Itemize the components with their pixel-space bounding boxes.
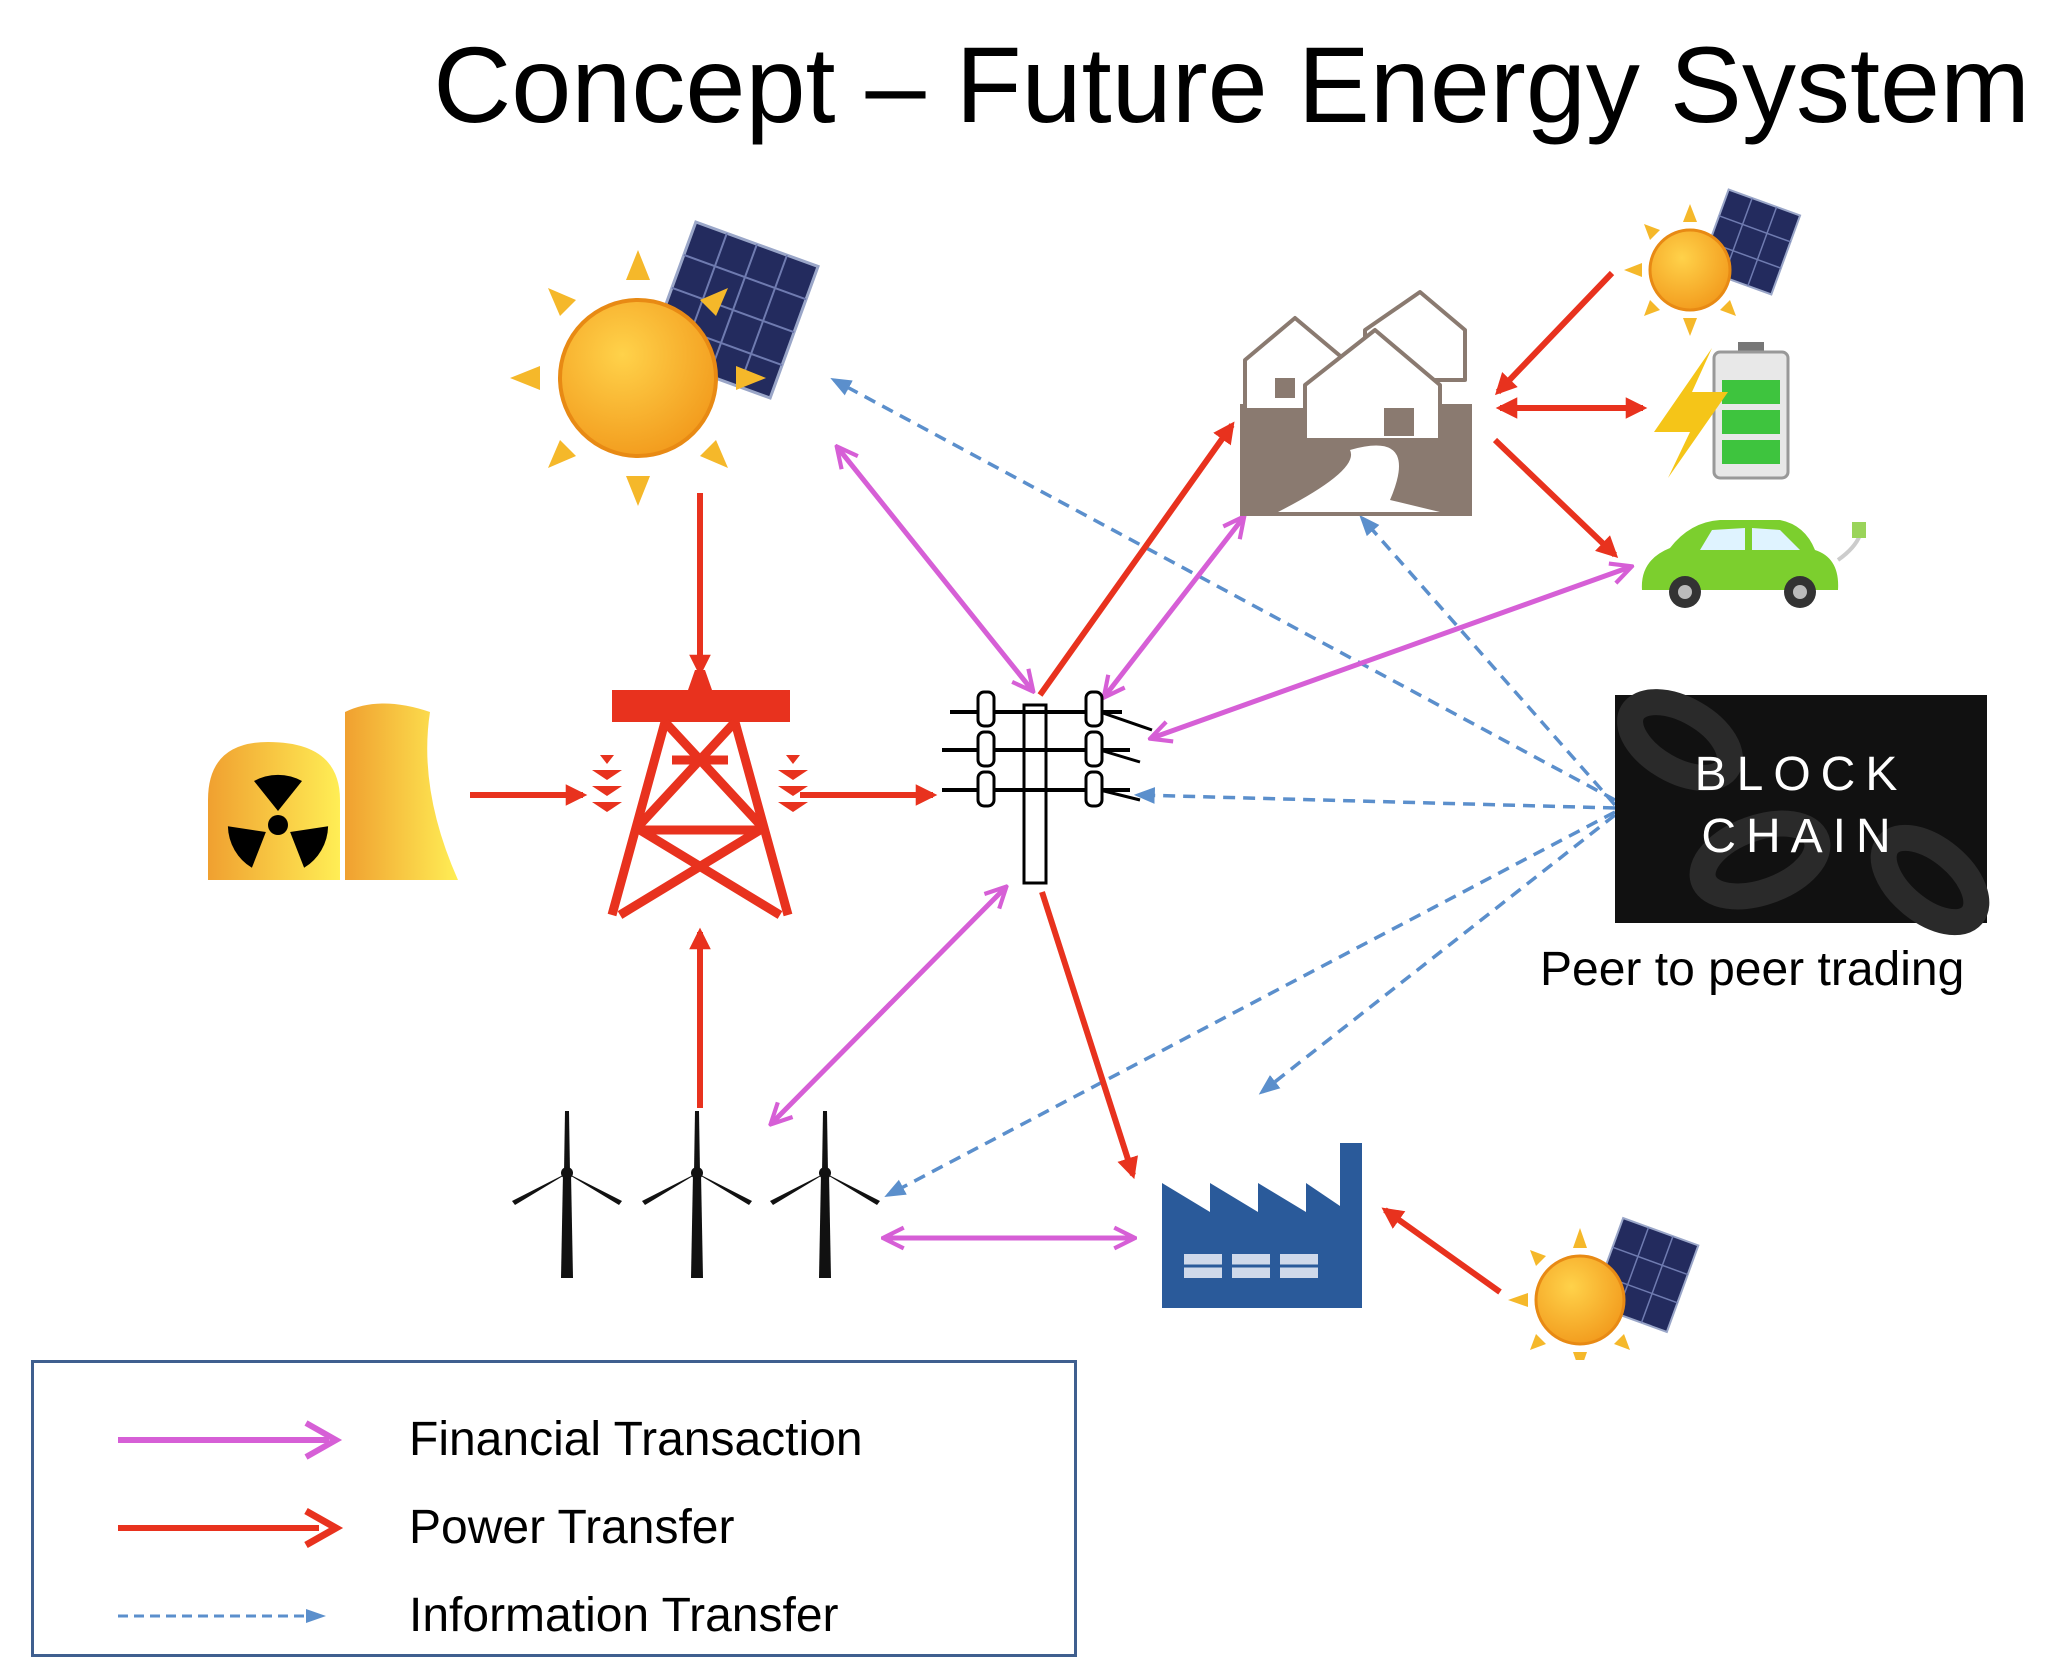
legend-item-information: Information Transfer	[34, 1581, 1074, 1651]
blockchain-icon: BLOCK CHAIN	[1615, 689, 1990, 936]
financial-arrow-pole-houses	[1105, 518, 1243, 696]
solar-top-icon	[510, 220, 820, 506]
info-arrow-blockchain-wind	[884, 810, 1616, 1197]
solar-home-icon	[1624, 188, 1802, 336]
blockchain-line2: CHAIN	[1701, 810, 1900, 863]
power-arrow-solar-houses	[1495, 270, 1615, 396]
legend-label-financial: Financial Transaction	[409, 1413, 863, 1466]
houses-icon	[1240, 290, 1472, 516]
legend-swatch-information	[118, 1609, 326, 1623]
power-arrow-solar-factory	[1381, 1207, 1502, 1295]
legend-label-power: Power Transfer	[409, 1501, 735, 1554]
power-arrows	[470, 270, 1648, 1295]
info-arrow-blockchain-factory	[1258, 813, 1617, 1095]
factory-icon	[1162, 1143, 1362, 1308]
financial-arrow-solar-pole	[838, 448, 1032, 690]
power-arrow-pole-houses	[1037, 421, 1235, 697]
distribution-pole-icon	[942, 690, 1153, 885]
wind-turbines-icon	[512, 1111, 880, 1278]
battery-icon	[1654, 342, 1790, 480]
transmission-pylon-icon	[592, 670, 808, 919]
nuclear-plant-icon	[208, 703, 458, 880]
financial-arrow-pole-wind	[772, 888, 1005, 1123]
power-arrow-houses-ev	[1492, 437, 1619, 558]
power-arrow-pole-factory	[1039, 891, 1138, 1180]
electric-car-icon	[1641, 520, 1866, 608]
info-arrow-blockchain-pole	[1133, 787, 1616, 810]
blockchain-line1: BLOCK	[1695, 748, 1908, 801]
solar-factory-icon	[1508, 1216, 1700, 1360]
legend: Financial Transaction Power Transfer Inf…	[31, 1360, 1077, 1657]
info-arrow-blockchain-houses	[1359, 514, 1617, 807]
page-title: Concept – Future Energy System	[433, 24, 2030, 145]
financial-arrows	[772, 448, 1630, 1238]
legend-swatch-power	[118, 1507, 344, 1549]
legend-swatch-financial	[118, 1420, 343, 1460]
legend-item-financial: Financial Transaction	[34, 1405, 1074, 1475]
legend-item-power: Power Transfer	[34, 1493, 1074, 1563]
information-arrows	[830, 378, 1617, 1197]
legend-label-information: Information Transfer	[409, 1589, 839, 1642]
blockchain-caption: Peer to peer trading	[1540, 943, 1965, 996]
financial-arrow-pole-ev	[1152, 567, 1630, 738]
energy-system-diagram: BLOCK CHAIN	[208, 188, 1990, 1360]
